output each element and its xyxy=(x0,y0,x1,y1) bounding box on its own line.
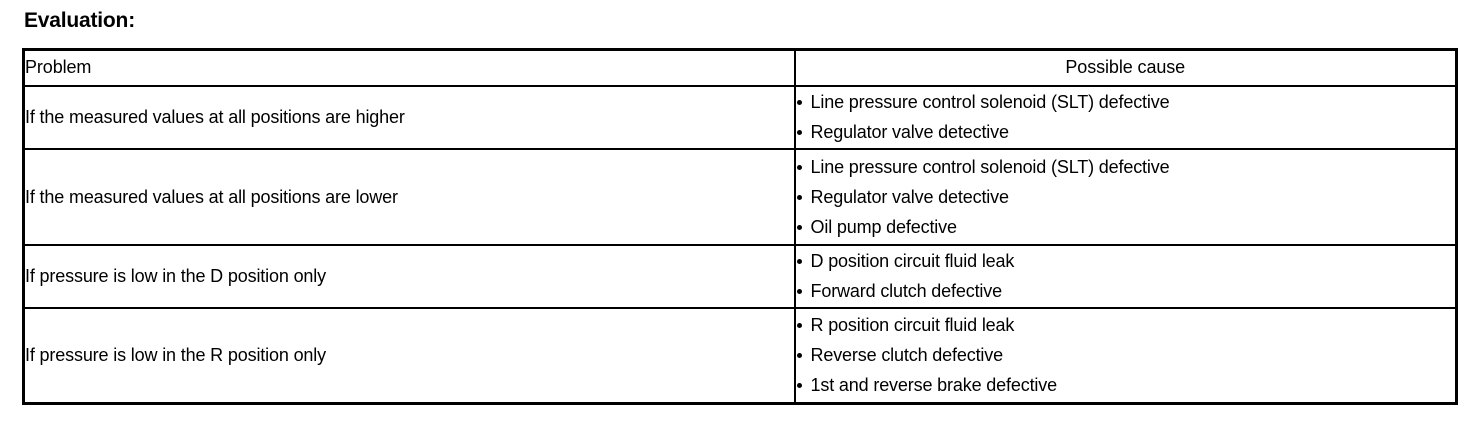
bullet-icon xyxy=(796,383,802,389)
cause-text: 1st and reverse brake defective xyxy=(810,375,1058,396)
problem-cell: If the measured values at all positions … xyxy=(22,84,796,150)
cause-text: Line pressure control solenoid (SLT) def… xyxy=(810,156,1170,177)
cause-text: D position circuit fluid leak xyxy=(810,251,1015,271)
list-item: Oil pump defective xyxy=(796,212,1456,242)
bullet-icon xyxy=(796,289,802,294)
list-item: 1st and reverse brake defective xyxy=(796,370,1456,400)
bullet-icon xyxy=(796,323,802,329)
table-row: If the measured values at all positions … xyxy=(22,84,1458,150)
problem-cell: If pressure is low in the D position onl… xyxy=(22,243,796,309)
list-item: Regulator valve detective xyxy=(796,117,1456,147)
bullet-icon xyxy=(796,353,802,359)
problem-cell: If the measured values at all positions … xyxy=(22,147,796,246)
bullet-icon xyxy=(796,224,802,230)
table-row: If the measured values at all positions … xyxy=(22,147,1458,246)
list-item: Line pressure control solenoid (SLT) def… xyxy=(796,152,1456,182)
column-header-problem: Problem xyxy=(22,48,796,87)
bullet-icon xyxy=(796,194,802,200)
cause-list: D position circuit fluid leak Forward cl… xyxy=(796,246,1456,306)
evaluation-table: Problem Possible cause If the measured v… xyxy=(22,48,1458,405)
cause-list: Line pressure control solenoid (SLT) def… xyxy=(796,87,1456,147)
bullet-icon xyxy=(796,259,802,264)
bullet-icon xyxy=(796,100,802,105)
table-row: If pressure is low in the R position onl… xyxy=(22,306,1458,405)
page-title: Evaluation: xyxy=(24,9,135,32)
list-item: R position circuit fluid leak xyxy=(796,310,1456,340)
cause-text: Regulator valve detective xyxy=(810,122,1010,142)
possible-cause-cell: Line pressure control solenoid (SLT) def… xyxy=(793,84,1458,150)
cause-list: R position circuit fluid leak Reverse cl… xyxy=(796,310,1456,400)
possible-cause-cell: Line pressure control solenoid (SLT) def… xyxy=(793,147,1458,246)
cause-text: Reverse clutch defective xyxy=(810,345,1004,366)
possible-cause-cell: R position circuit fluid leak Reverse cl… xyxy=(793,306,1458,405)
possible-cause-cell: D position circuit fluid leak Forward cl… xyxy=(793,243,1458,309)
list-item: Reverse clutch defective xyxy=(796,340,1456,370)
cause-text: Regulator valve detective xyxy=(810,186,1010,207)
list-item: Line pressure control solenoid (SLT) def… xyxy=(796,87,1456,117)
cause-list: Line pressure control solenoid (SLT) def… xyxy=(796,152,1456,242)
cause-text: R position circuit fluid leak xyxy=(810,315,1015,336)
column-header-possible-cause: Possible cause xyxy=(793,48,1458,87)
problem-cell: If pressure is low in the R position onl… xyxy=(22,306,796,405)
list-item: Regulator valve detective xyxy=(796,182,1456,212)
list-item: Forward clutch defective xyxy=(796,276,1456,306)
cause-text: Oil pump defective xyxy=(810,216,958,237)
bullet-icon xyxy=(796,130,802,135)
table-row: If pressure is low in the D position onl… xyxy=(22,243,1458,309)
bullet-icon xyxy=(796,164,802,170)
list-item: D position circuit fluid leak xyxy=(796,246,1456,276)
table-header-row: Problem Possible cause xyxy=(22,48,1458,87)
cause-text: Forward clutch defective xyxy=(810,281,1003,301)
cause-text: Line pressure control solenoid (SLT) def… xyxy=(810,92,1170,112)
